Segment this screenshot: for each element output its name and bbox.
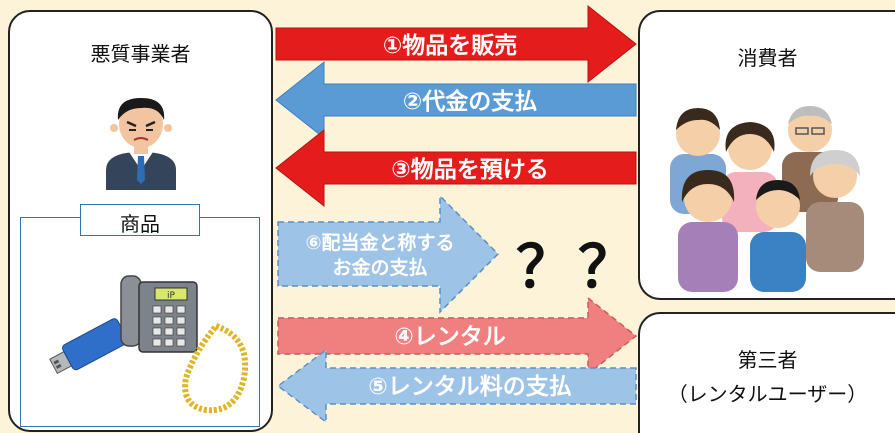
arrow-4-label: ④レンタル xyxy=(394,324,505,350)
arrow-2-payment xyxy=(275,60,637,140)
arrow-1-sell-goods xyxy=(275,4,637,84)
goods-label-box xyxy=(80,204,200,236)
third-party-label-line2: （レンタルユーザー） xyxy=(667,382,868,406)
business-box: 悪質事業者 iP xyxy=(8,10,273,432)
arrow-6-dividend-payment xyxy=(277,194,500,314)
arrow-6-label-line1: ⑥配当金と称する xyxy=(305,231,454,254)
arrow-5-rental-fee-payment xyxy=(276,348,637,424)
arrow-6-label-line2: お金の支払 xyxy=(332,256,427,279)
third-party-label-line1: 第三者 xyxy=(737,348,798,372)
business-label: 悪質事業者 xyxy=(90,42,191,66)
svg-text:iP: iP xyxy=(167,291,176,301)
usb-stick-illustration xyxy=(49,318,129,375)
arrow-3-deposit-goods xyxy=(275,128,637,208)
arrow-4-rental xyxy=(277,296,638,376)
goods-box: iP xyxy=(20,217,260,427)
consumer-label: 消費者 xyxy=(737,46,798,70)
arrow-5-label: ⑤レンタル料の支払 xyxy=(368,374,571,400)
consumer-box: 消費者 xyxy=(638,10,895,300)
arrow-2-label: ②代金の支払 xyxy=(403,88,537,115)
necklace-illustration xyxy=(182,323,249,414)
goods-label: 商品 xyxy=(120,212,160,236)
third-party-box: 第三者 （レンタルユーザー） xyxy=(638,312,895,433)
businessman-illustration xyxy=(106,98,176,190)
arrow-3-label: ③物品を預ける xyxy=(391,156,548,183)
consumers-group-illustration xyxy=(670,106,864,292)
question-marks: ？？ xyxy=(516,233,641,301)
telephone-illustration: iP xyxy=(120,275,198,353)
arrow-1-label: ①物品を販売 xyxy=(383,32,517,59)
